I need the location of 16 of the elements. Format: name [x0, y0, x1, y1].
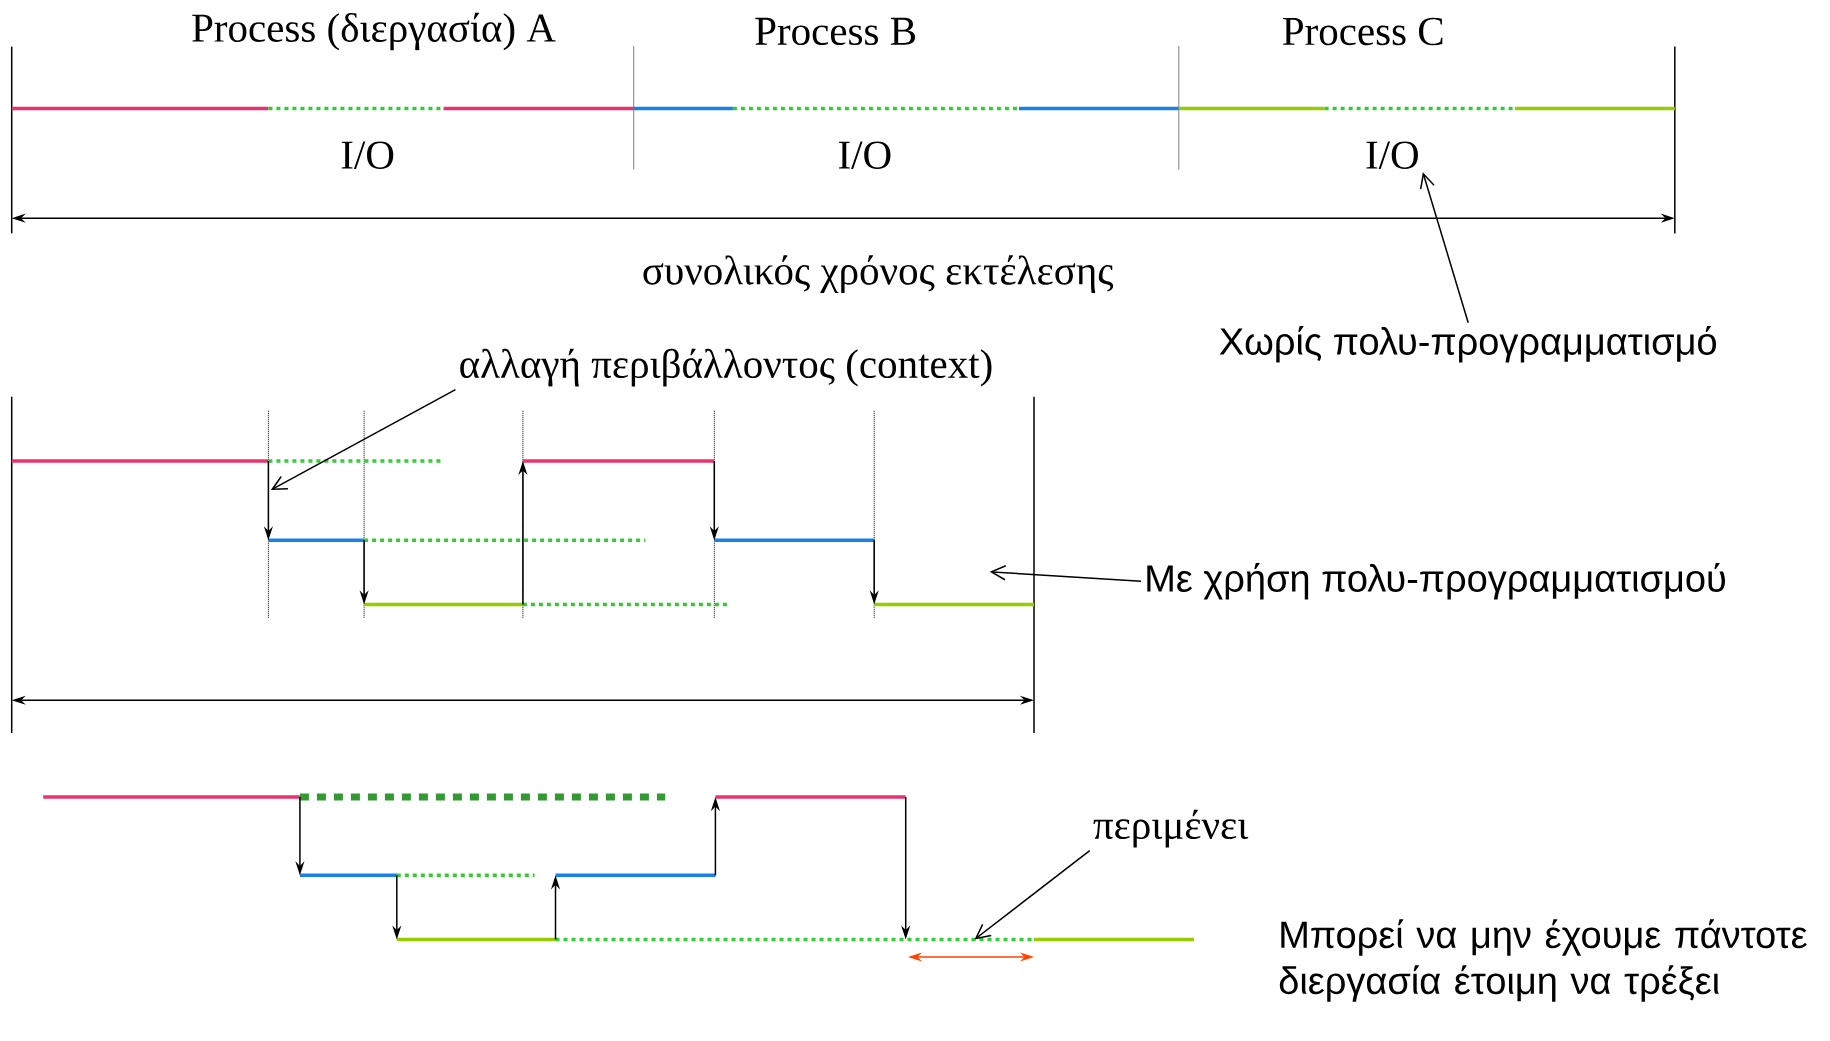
note-text: Μπορεί να μην έχουμε πάντοτε διεργασία έτοιμη να τρέξει: [1279, 919, 1807, 1002]
annotation-text: Με χρήση πολυ-προγραμματισμού: [1147, 562, 1725, 600]
leader-line: [270, 388, 457, 491]
leader-line: [989, 565, 1142, 582]
leader-line: [1419, 172, 1469, 324]
annotation-text: αλλαγή περιβάλλοντος (context): [460, 348, 992, 387]
io-label: I/O: [838, 141, 891, 169]
io-label: I/O: [341, 141, 394, 169]
process-title: Process B: [755, 17, 916, 46]
process-title: Process C: [1282, 17, 1443, 46]
process-title: Process (διεργασία) A: [192, 12, 556, 51]
annotation-text: περιμένει: [1093, 809, 1249, 848]
annotation-text: Χωρίς πολυ-προγραμματισμό: [1219, 325, 1716, 363]
io-label: I/O: [1366, 141, 1418, 169]
leader-line: [974, 849, 1091, 940]
caption-text: συνολικός χρόνος εκτέλεσης: [643, 255, 1114, 293]
